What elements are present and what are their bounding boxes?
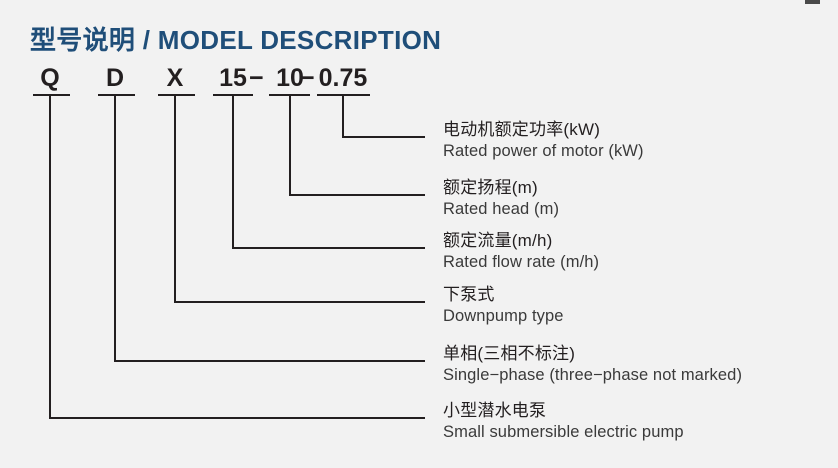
label-submersible-pump: 小型潜水电泵 Small submersible electric pump: [443, 400, 684, 442]
label-rated-head: 额定扬程(m) Rated head (m): [443, 177, 559, 219]
code-segment-q: Q: [40, 64, 60, 92]
code-separator-2: −: [300, 64, 315, 92]
label-rated-flow: 额定流量(m/h) Rated flow rate (m/h): [443, 230, 599, 272]
leader-phase: [114, 95, 425, 362]
leader-downpump: [174, 95, 425, 303]
code-segment-head: 10: [276, 64, 304, 92]
label-en-rated-head: Rated head (m): [443, 200, 560, 218]
label-downpump-type: 下泵式 Downpump type: [443, 284, 564, 326]
leader-head: [289, 95, 425, 196]
code-segment-power: 0.75: [318, 64, 368, 92]
label-en-rated-flow: Rated flow rate (m/h): [443, 253, 600, 271]
label-en-single-phase: Single−phase (three−phase not marked): [443, 366, 743, 384]
code-segment-d: D: [105, 64, 125, 92]
label-en-submersible-pump: Small submersible electric pump: [443, 423, 684, 441]
leader-flow: [232, 95, 425, 249]
label-cn-rated-flow: 额定流量(m/h): [443, 231, 553, 250]
code-segment-flow: 15: [219, 64, 247, 92]
code-segment-x: X: [166, 64, 184, 92]
leader-power: [342, 95, 425, 138]
label-cn-rated-head: 额定扬程(m): [443, 178, 538, 197]
label-en-rated-power: Rated power of motor (kW): [443, 142, 644, 160]
label-cn-rated-power: 电动机额定功率(kW): [443, 120, 601, 139]
label-rated-power: 电动机额定功率(kW) Rated power of motor (kW): [443, 119, 644, 161]
code-separator-1: −: [249, 64, 264, 92]
label-cn-downpump-type: 下泵式: [443, 285, 495, 304]
label-cn-submersible-pump: 小型潜水电泵: [443, 401, 547, 420]
edge-artifact: [805, 0, 820, 4]
label-en-downpump-type: Downpump type: [443, 307, 564, 325]
label-single-phase: 单相(三相不标注) Single−phase (three−phase not …: [443, 343, 742, 385]
label-cn-single-phase: 单相(三相不标注): [443, 344, 576, 363]
page-title: 型号说明 / MODEL DESCRIPTION: [30, 25, 442, 55]
leader-pump: [49, 95, 425, 419]
